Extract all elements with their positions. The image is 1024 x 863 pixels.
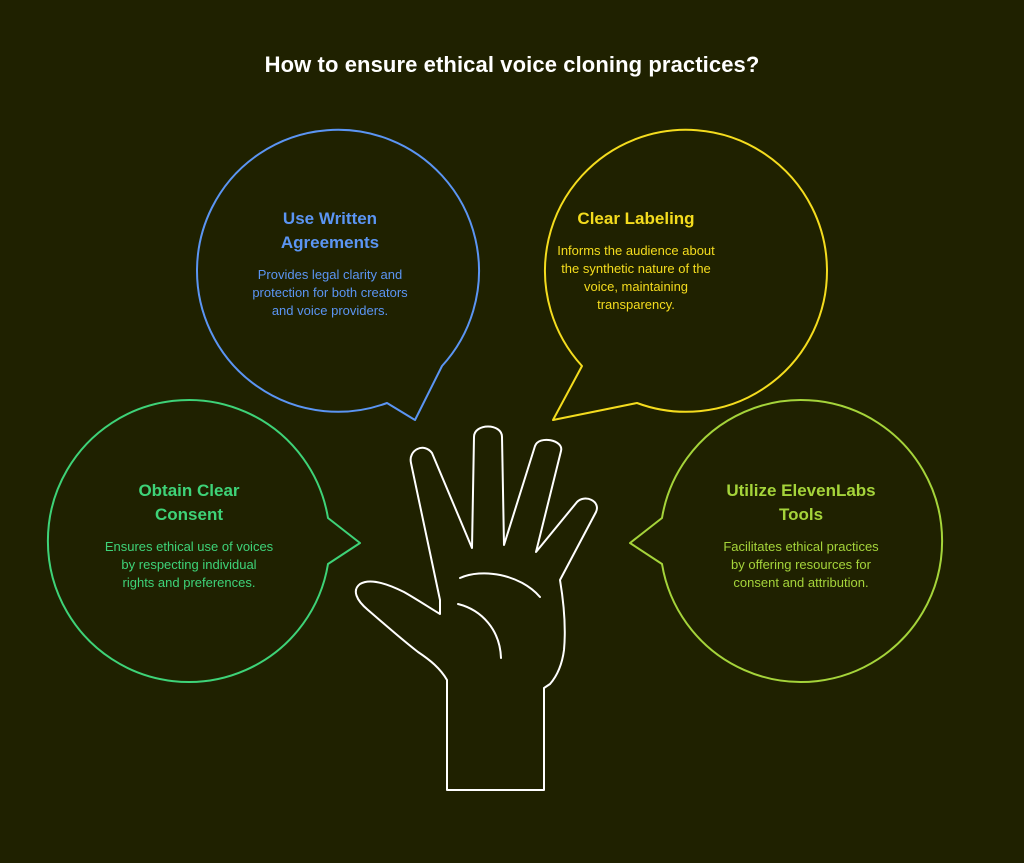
hand-icon bbox=[354, 425, 598, 791]
node-description: Provides legal clarity and protection fo… bbox=[252, 267, 408, 318]
node-description: Facilitates ethical practices by offerin… bbox=[723, 539, 879, 590]
node-title: Clear Labeling bbox=[577, 209, 695, 228]
node-title: Obtain Clear Consent bbox=[138, 481, 240, 524]
node-elevenlabs-tools: Utilize ElevenLabs Tools Facilitates eth… bbox=[716, 479, 886, 592]
node-title: Utilize ElevenLabs Tools bbox=[726, 481, 876, 524]
bubble-clear-labeling bbox=[544, 128, 828, 421]
bubble-written-agreements bbox=[196, 128, 480, 421]
node-title: Use Written Agreements bbox=[280, 209, 380, 252]
node-written-agreements: Use Written Agreements Provides legal cl… bbox=[242, 207, 418, 320]
node-description: Informs the audience about the synthetic… bbox=[557, 243, 715, 312]
node-description: Ensures ethical use of voices by respect… bbox=[104, 539, 274, 590]
bubble-clear-consent bbox=[46, 399, 361, 683]
bubble-elevenlabs-tools bbox=[629, 399, 944, 683]
node-clear-consent: Obtain Clear Consent Ensures ethical use… bbox=[104, 479, 274, 592]
diagram-title: How to ensure ethical voice cloning prac… bbox=[264, 52, 760, 77]
node-clear-labeling: Clear Labeling Informs the audience abou… bbox=[550, 207, 722, 314]
